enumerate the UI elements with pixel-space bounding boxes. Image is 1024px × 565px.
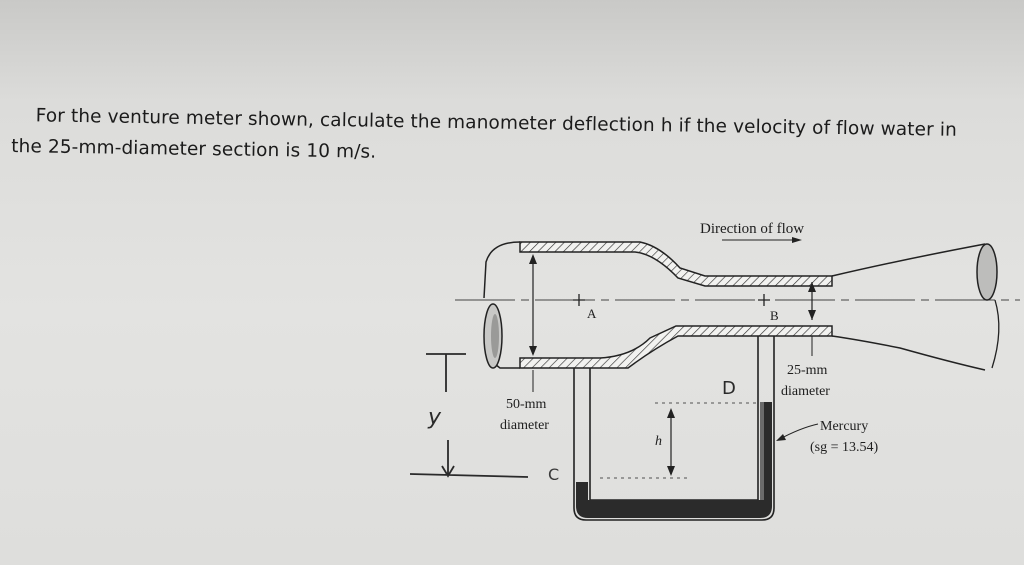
deflection-h-label: h [655, 434, 662, 449]
handwritten-y: y [427, 405, 442, 430]
mercury-sg-label: (sg = 13.54) [810, 440, 879, 455]
handwritten-c: C [548, 465, 559, 484]
point-b-label: B [770, 308, 779, 323]
pipe-small-diameter-label: diameter [781, 384, 830, 399]
mercury-label: Mercury [820, 419, 868, 434]
direction-of-flow-label: Direction of flow [700, 221, 804, 237]
venturi-meter-figure: A B Direction of flow h 50-mm diameter 2… [409, 221, 1020, 521]
problem-statement: For the venture meter shown, calculate t… [11, 100, 1022, 178]
handwritten-y-dimension [409, 353, 529, 478]
pipe-large-size-label: 50-mm [506, 397, 547, 412]
point-a-label: A [587, 306, 597, 321]
handwritten-d: D [722, 378, 736, 399]
mercury-column [576, 402, 772, 518]
pipe-right-diffuser [831, 243, 986, 371]
pipe-top-wall [519, 241, 833, 287]
pipe-large-diameter-label: diameter [500, 418, 549, 433]
pipe-small-size-label: 25-mm [787, 363, 828, 378]
pipe-bottom-wall [519, 325, 833, 369]
pipe-right-opening [976, 243, 998, 301]
point-a-marker [573, 294, 585, 306]
point-b-marker [758, 294, 770, 306]
